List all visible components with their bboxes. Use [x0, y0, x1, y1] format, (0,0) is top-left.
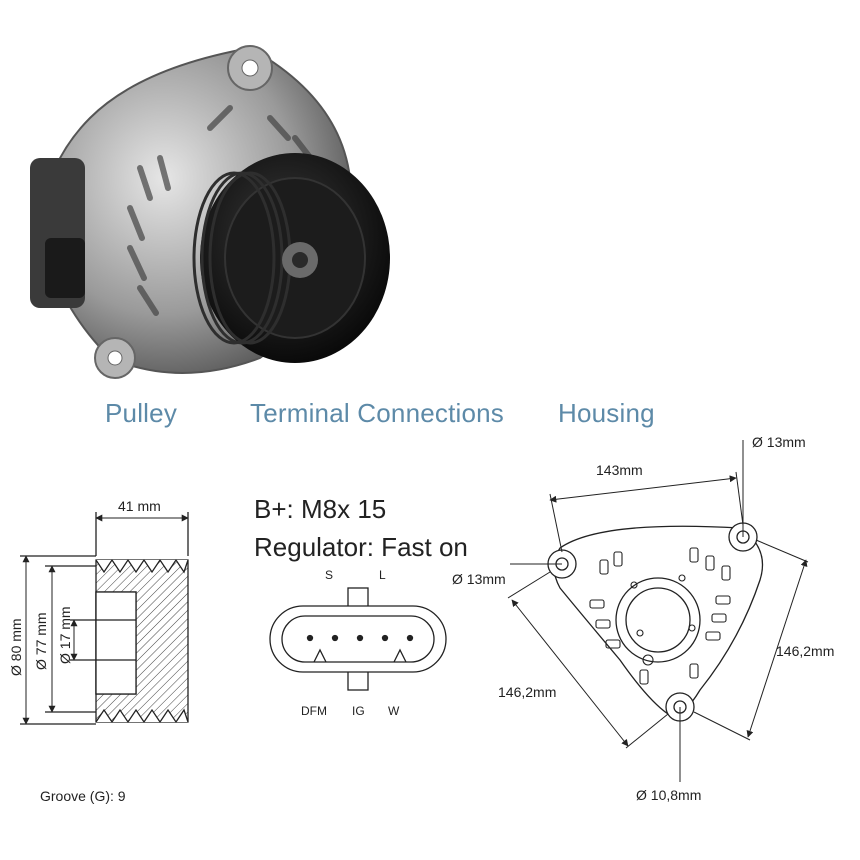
span-right-label: 146,2mm — [776, 643, 835, 659]
pin-l-label: L — [379, 568, 386, 582]
span-top-label: 143mm — [596, 462, 643, 478]
pin-dfm-label: DFM — [301, 704, 327, 718]
groove-count-label: Groove (G): 9 — [40, 788, 126, 804]
hole-bottom-label: Ø 10,8mm — [636, 787, 702, 803]
pin-w-label: W — [388, 704, 400, 718]
pulley-title: Pulley — [105, 398, 178, 428]
terminal-connections-title: Terminal Connections — [250, 398, 505, 428]
pulley-bore-diameter-label: Ø 17 mm — [57, 606, 73, 664]
housing-drawing — [547, 522, 764, 722]
hole-left-label: Ø 13mm — [452, 571, 506, 587]
housing-title: Housing — [558, 398, 655, 428]
alternator-photo — [30, 45, 390, 379]
hole-top-right-label: Ø 13mm — [752, 434, 806, 450]
pulley-mid-diameter-label: Ø 77 mm — [33, 612, 49, 670]
pin-s-label: S — [325, 568, 334, 582]
span-left-label: 146,2mm — [498, 684, 557, 700]
b-plus-label: B+: M8x 15 — [254, 494, 387, 524]
pin-ig-label: IG — [352, 704, 365, 718]
pulley-drawing — [20, 512, 189, 725]
regulator-label: Regulator: Fast on — [254, 532, 468, 562]
pulley-outer-diameter-label: Ø 80 mm — [8, 618, 24, 676]
connector-drawing — [269, 587, 447, 691]
pulley-width-label: 41 mm — [118, 498, 161, 514]
